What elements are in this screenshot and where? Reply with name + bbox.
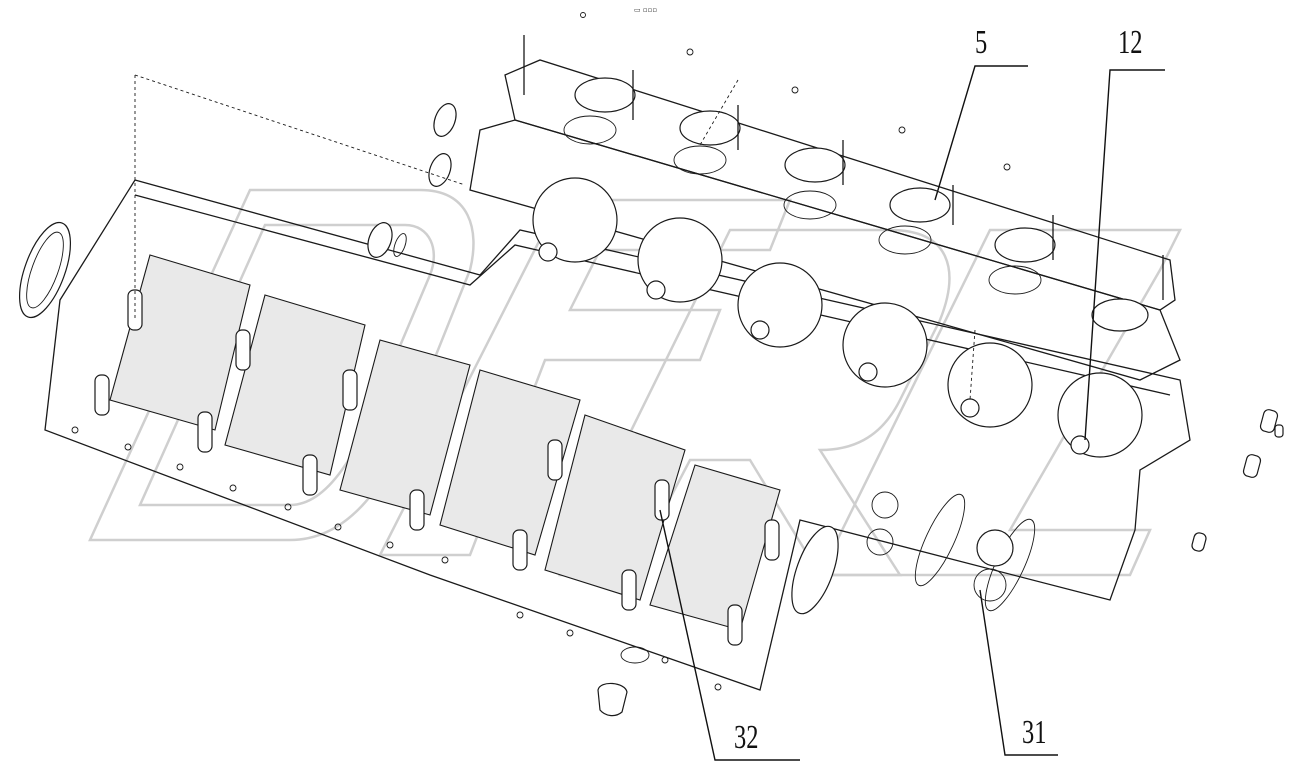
drain-plug [597,682,628,717]
bearing-bay [224,294,366,476]
liner-ring [889,187,951,223]
gaskets-and-o-rings [620,491,1036,664]
cylinder-bore [532,177,618,263]
leader-line-31 [979,589,1058,756]
liner-ring [1091,298,1149,332]
front-seal [18,221,72,319]
bearing-bay [109,254,251,431]
bearing-bay [544,414,686,601]
bearing-bay [439,369,581,556]
crankcase-block [44,177,1191,691]
bearing-bay [339,339,471,516]
callout-32: 32 [734,719,758,756]
liner-ring [574,77,636,113]
assembly-line [699,79,739,146]
cylinder-bore [947,342,1033,428]
assembly-line [134,74,466,186]
leader-line-12 [1084,69,1165,441]
leader-line-32 [659,509,800,761]
right-side-plugs [1191,409,1284,552]
liner-ring [784,147,846,183]
cylinder-bore [842,302,928,388]
liner-ring [994,227,1056,263]
callout-5: 5 [975,24,987,61]
leader-line-5 [934,65,1028,201]
tiny-drawing-mark: ▭ ▫▫▫ [634,6,657,14]
main-bearing-bolts [94,289,780,646]
plugs-upper-left [367,103,457,258]
callout-31: 31 [1022,714,1046,751]
cylinder-bore [737,262,823,348]
callout-12: 12 [1118,24,1142,61]
